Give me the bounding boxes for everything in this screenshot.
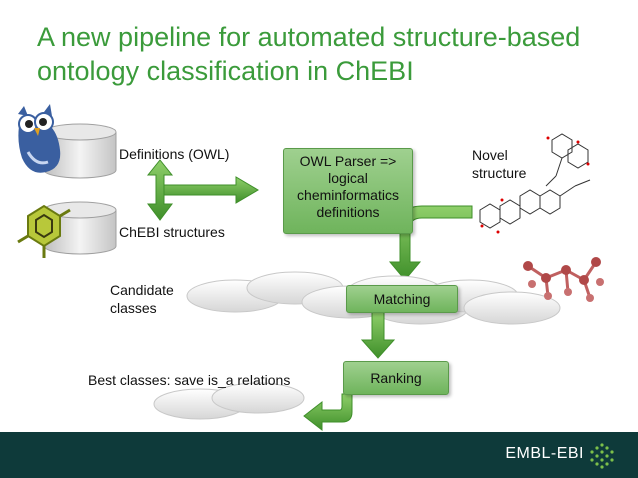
definitions-database-icon [43,123,117,179]
best-classes-label: Best classes: save is_a relations [88,372,291,388]
chebi-logo-icon [17,204,71,258]
embl-ebi-logo-icon [590,443,614,469]
candidate-classes-label: Candidate classes [110,282,174,316]
matching-box: Matching [346,285,458,313]
chebi-structures-label: ChEBI structures [119,224,225,240]
slide-title: A new pipeline for automated structure-b… [37,22,581,86]
owl-parser-box: OWL Parser => logical cheminformatics de… [283,148,413,234]
novel-structure-molecule-icon [479,133,591,234]
embl-ebi-brand: EMBL-EBI [505,445,584,462]
novel-structure-label: Novel structure [472,147,527,181]
footer-bar: EMBL-EBI [0,432,638,478]
ranking-box: Ranking [343,361,449,395]
definitions-double-arrow [146,159,259,221]
best-class-ovals [153,382,305,420]
molecule-3d-model-icon [523,257,604,302]
owl-logo-icon [18,104,61,173]
ranking-to-best-arrow [303,393,353,432]
matching-to-ranking-arrow [360,311,396,359]
definitions-owl-label: Definitions (OWL) [119,146,230,162]
